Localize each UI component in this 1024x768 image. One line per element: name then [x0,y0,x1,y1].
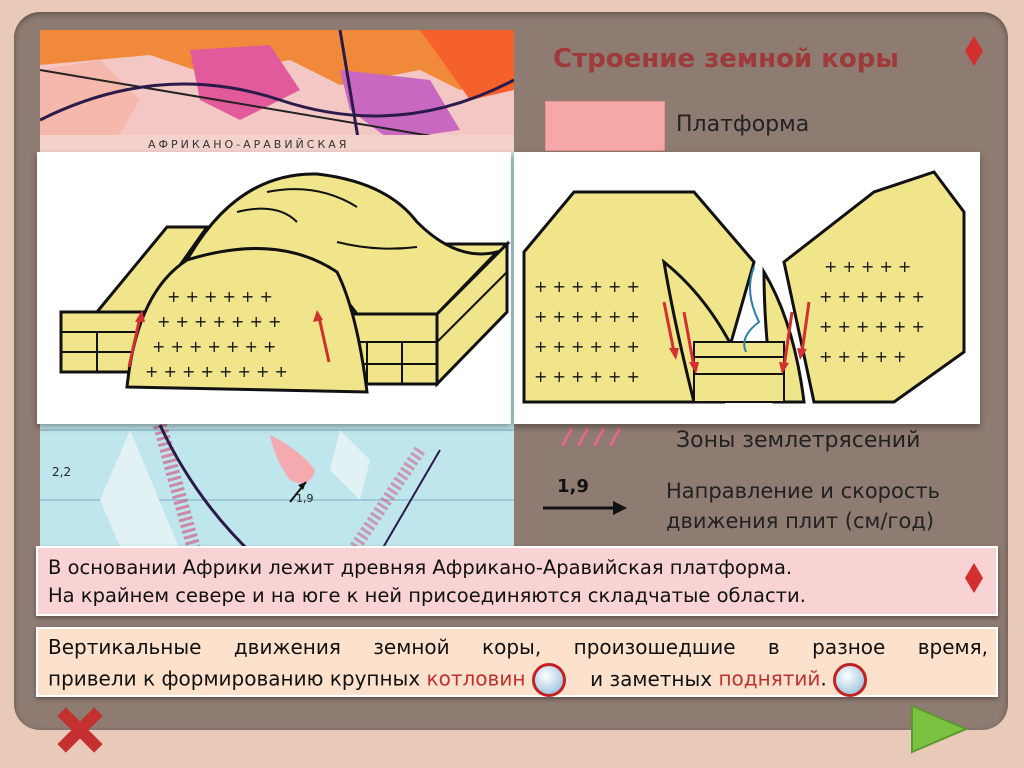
svg-text:+ + + + + + +: + + + + + + + [152,337,276,356]
info-diamond-icon[interactable] [965,563,983,593]
svg-text:+ + + + + + +: + + + + + + + [157,312,281,331]
svg-text:+ + + + + +: + + + + + + [167,287,273,306]
legend-direction-line2: движения плит (см/год) [666,509,935,533]
map-speed-label-2: 1,9 [296,492,314,505]
info-box-platform-line1: В основании Африки лежит древняя Африкан… [48,556,793,579]
basins-link[interactable]: котловин [426,666,526,691]
line2-middle-text: и заметных [590,666,713,691]
legend-platform-label: Платформа [676,112,810,137]
info-box-movements-line1: Вертикальные движения земной коры, произ… [48,635,988,659]
info-box-vertical-movements: Вертикальные движения земной коры, произ… [36,627,998,697]
menu-diamond-icon[interactable] [965,36,983,66]
platform-swatch [545,101,665,151]
uplifts-image-button[interactable] [833,663,868,697]
info-box-movements-line2: привели к формированию крупных котловин … [48,663,868,697]
svg-text:+ + + + + +: + + + + + + [819,317,925,336]
earthquake-hatch-icon [560,427,622,446]
svg-text:+ + + + + +: + + + + + + [534,367,640,386]
uplift-block-diagram: + + + + + + + + + + + + + + + + + + + + … [37,152,511,424]
info-box-platform: В основании Африки лежит древняя Африкан… [36,546,998,616]
svg-text:+ + + + + + + +: + + + + + + + + [145,362,288,381]
rift-diagram-graphic: + + + + + + + + + + + + + + + + + + + + … [522,170,966,404]
basins-image-button[interactable] [531,663,566,697]
close-icon[interactable] [52,702,108,758]
plate-direction-arrow-icon [543,501,627,515]
legend-direction-text: Направление и скорость движения плит (см… [666,476,940,536]
svg-text:+ + + + + +: + + + + + + [534,277,640,296]
svg-text:+ + + + +: + + + + + [824,257,911,276]
legend-speed-value: 1,9 [557,476,589,497]
svg-text:+ + + + +: + + + + + [819,347,906,366]
uplift-diagram-graphic: + + + + + + + + + + + + + + + + + + + + … [59,172,511,394]
legend-direction-line1: Направление и скорость [666,479,941,503]
svg-text:+ + + + + +: + + + + + + [534,337,640,356]
line2-end-text: . [820,666,827,691]
svg-text:+ + + + + +: + + + + + + [534,307,640,326]
svg-text:+ + + + + +: + + + + + + [819,287,925,306]
map-region-label: АФРИКАНО-АРАВИЙСКАЯ [148,138,349,151]
next-arrow-icon[interactable] [910,704,968,754]
uplifts-link[interactable]: поднятий [718,666,821,691]
info-box-platform-line2: На крайнем севере и на юге к ней присоед… [48,584,806,607]
map-speed-label-1: 2,2 [52,465,71,479]
line2-start-text: привели к формированию крупных [48,666,421,691]
slide-title: Строение земной коры [553,44,899,74]
legend-earthquakes-label: Зоны землетрясений [676,428,921,453]
rift-block-diagram: + + + + + + + + + + + + + + + + + + + + … [514,152,980,424]
